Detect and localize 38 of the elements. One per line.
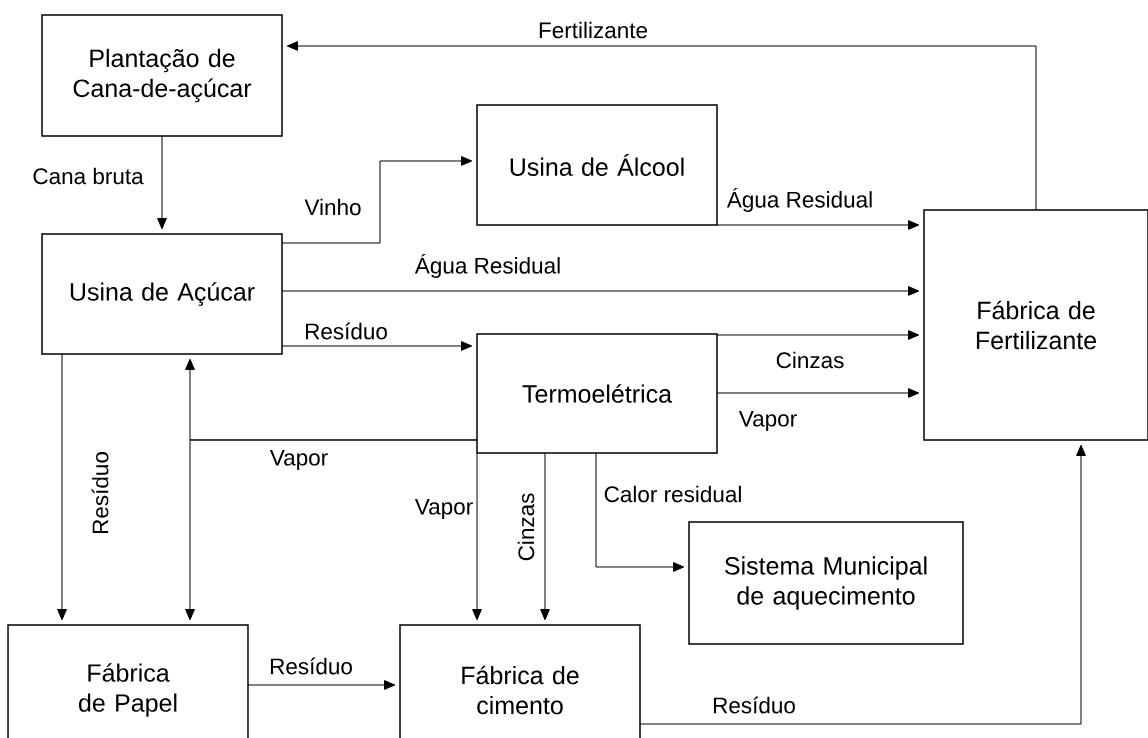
arrow xyxy=(595,452,685,572)
arrow xyxy=(716,330,920,340)
arrow xyxy=(472,452,482,621)
arrow xyxy=(57,353,67,621)
edge-label: Resíduo xyxy=(90,450,110,536)
arrow xyxy=(716,388,920,398)
process-box: Usina de Álcool xyxy=(476,104,718,226)
arrow xyxy=(157,135,167,230)
process-box: Sistema Municipal de aquecimento xyxy=(688,521,964,645)
process-box: Fábrica de cimento xyxy=(399,624,641,738)
edge-label: Vinho xyxy=(303,197,363,217)
edge-label: Água Residual xyxy=(413,252,563,280)
arrow xyxy=(247,680,396,690)
process-box: Fábrica de Fertilizante xyxy=(923,209,1148,441)
process-box: Plantação de Cana-de-açúcar xyxy=(41,14,283,137)
edge-label: Vapor xyxy=(737,409,799,433)
edge-label: Vapor xyxy=(268,448,330,472)
arrow xyxy=(639,444,1086,725)
process-box: Termoelétrica xyxy=(476,333,718,454)
edge-label: Resíduo xyxy=(711,695,797,715)
edge-label: Calor residual xyxy=(602,484,744,504)
arrow xyxy=(286,41,1037,211)
process-box: Fábrica de Papel xyxy=(7,624,249,738)
edge-label: Vapor xyxy=(413,497,475,521)
edge-label: Resíduo xyxy=(303,321,389,341)
edge-label: Cinzas xyxy=(516,491,536,563)
edge-label: Resíduo xyxy=(268,656,354,676)
arrow xyxy=(281,286,920,296)
edge-label: Água Residual xyxy=(725,186,875,214)
arrow xyxy=(281,341,473,351)
edge-label: Cana bruta xyxy=(31,166,145,186)
process-box: Usina de Açúcar xyxy=(41,233,283,355)
arrow xyxy=(540,452,550,621)
edge-label: Cinzas xyxy=(774,350,846,370)
edge-label: Fertilizante xyxy=(537,20,650,40)
arrow xyxy=(185,439,478,621)
arrow xyxy=(716,220,920,230)
arrow xyxy=(281,156,473,244)
